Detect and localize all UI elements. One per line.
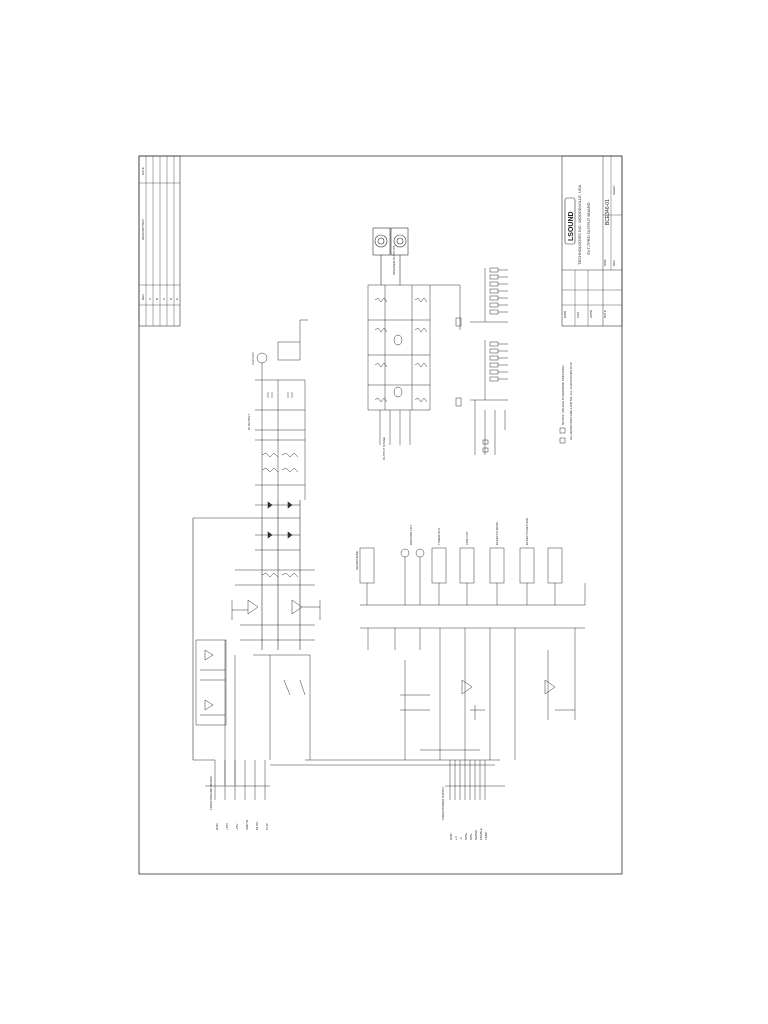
left-pin-4: AMP IN: [245, 820, 249, 830]
ground-lift-label: GROUND LIFT: [409, 524, 413, 545]
rev-header-rev: REV: [141, 294, 145, 300]
board-title: SVT-7PRO OUTPUT BOARD: [586, 202, 591, 255]
left-connector: [193, 759, 270, 800]
company-logo: LSOUND: [564, 197, 576, 245]
pin-header-lower: [455, 340, 508, 455]
effects-send-label: EFFECTS SEND: [495, 521, 499, 545]
left-pin-2: +15V: [225, 823, 229, 830]
bottom-pin-1: GND: [449, 833, 453, 841]
speaker-output-jacks: [372, 227, 409, 285]
bottom-pin-3: -V: [459, 837, 463, 840]
di-output-chain: [255, 379, 306, 500]
bottom-pin-5: SPK-: [469, 833, 473, 840]
part-number: BCE346-01: [605, 199, 611, 225]
note-1: NOTES: UNLESS OTHERWISE SPECIFIED: [561, 365, 565, 425]
bottom-pin-6: SENSE: [474, 830, 478, 840]
rev-row-c: C: [162, 297, 166, 300]
jack-row: [359, 547, 586, 629]
output-stage-label: OUTPUT STAGE: [382, 437, 386, 460]
field-size: SIZE: [603, 259, 607, 266]
tuner-out-label: TUNER OUT: [437, 527, 441, 545]
rev-row-a: A: [148, 298, 152, 300]
buffer-circuits: [367, 628, 576, 760]
output-opamps: [231, 569, 321, 760]
speaker-outputs-label: SPEAKER OUTPUTS: [392, 246, 396, 275]
notes-area: NOTES: UNLESS OTHERWISE SPECIFIED ALL RE…: [559, 362, 573, 444]
revision-block: DESCRIPTION REV DATE A B C D E: [138, 155, 181, 327]
field-rev: REV: [612, 260, 616, 266]
logo-text: LSOUND: [568, 211, 575, 241]
bottom-pin-4: SPK+: [464, 832, 468, 840]
effects-return-label: EFFECTS RETURN: [525, 518, 529, 545]
left-pin-6: CLIP: [265, 823, 269, 830]
left-pin-1: GND: [215, 823, 219, 831]
rev-row-b: B: [155, 298, 159, 300]
pin-header-upper: [455, 267, 508, 327]
field-appd: APPD: [589, 309, 593, 318]
bottom-pin-8: TEMP: [484, 832, 488, 840]
rev-row-e: E: [175, 298, 179, 300]
output-stage-network: [367, 284, 461, 445]
bottom-pin-7: ENABLE: [479, 828, 483, 840]
field-date: DATE: [603, 310, 607, 318]
rev-header-date: DATE: [141, 167, 145, 175]
note-2: ALL RESISTORS ARE 1/4W 5%, ALL CAPACITOR…: [569, 362, 573, 440]
rev-header-description: DESCRIPTION: [141, 219, 145, 240]
xlr-connector: [256, 319, 308, 520]
bottom-connector-label: FROM POWER SUPPLY: [441, 787, 445, 820]
diode-bridge: [192, 500, 301, 760]
di-output-label: DI OUTPUT: [247, 414, 251, 430]
mute-clip-circuit: [195, 639, 236, 785]
company-name: TECHNOLOGIES INC. WOODINVILLE, USA: [577, 184, 582, 265]
left-pin-5: MUTE: [255, 822, 259, 831]
headphone-label: HEADPHONE: [355, 551, 359, 570]
sheet-border: [138, 155, 623, 875]
left-connector-label: FROM PREAMP BOARD: [209, 775, 213, 810]
line-out-label: LINE OUT: [465, 531, 469, 545]
bottom-pin-2: +V: [454, 836, 458, 840]
left-pin-3: -15V: [235, 824, 239, 830]
field-sheet: SHEET: [612, 185, 616, 195]
field-chk: CHK: [576, 312, 580, 318]
bottom-bus: [270, 749, 505, 800]
title-block: LSOUND TECHNOLOGIES INC. WOODINVILLE, US…: [561, 155, 623, 327]
field-dwn: DWN: [563, 311, 567, 318]
rev-row-d: D: [169, 297, 173, 300]
xlr-label: XLR OUT: [251, 352, 255, 365]
